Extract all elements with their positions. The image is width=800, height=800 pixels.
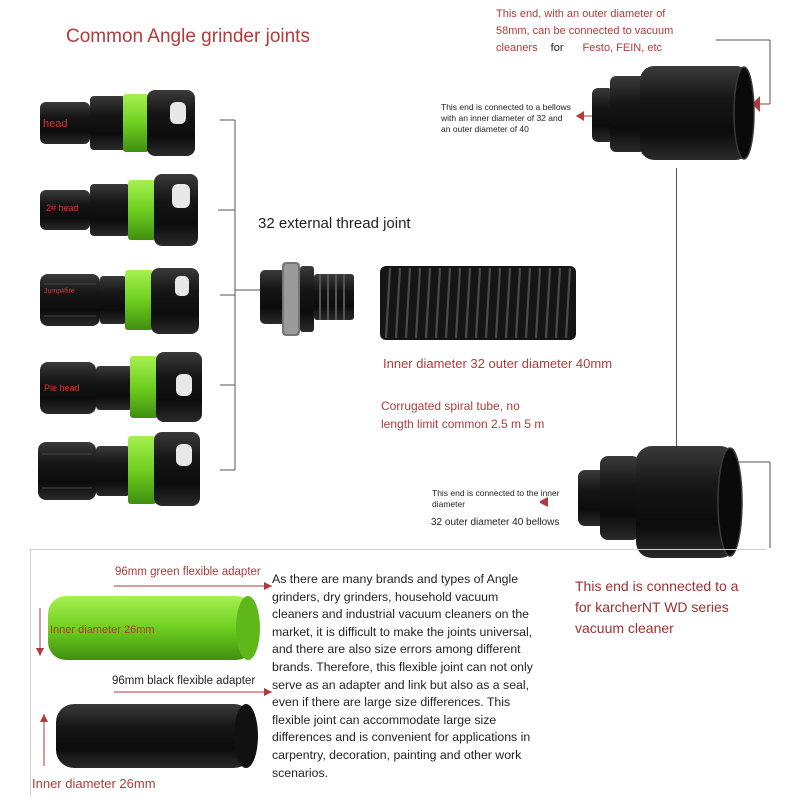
fitting-2-label: 2# head (46, 203, 79, 213)
top-note-line2: 58mm, can be connected to vacuum (496, 25, 674, 37)
green-adapter-label: 96mm green flexible adapter (115, 566, 261, 578)
fitting-3-label: Jump#fire (44, 288, 75, 295)
green-adapter-image (36, 582, 272, 660)
hose-spiral-line2: length limit common 2.5 m 5 m (381, 417, 545, 431)
thread-joint-label: 32 external thread joint (258, 215, 411, 232)
description-text: As there are many brands and types of An… (272, 572, 533, 780)
thread-joint-image (260, 262, 354, 336)
bottom-bellows-size: 32 outer diameter 40 bellows (431, 517, 560, 528)
top-bellows-note: This end is connected to a bellows with … (441, 102, 571, 134)
karcher-line2: for karcherNT WD series (575, 599, 729, 615)
top-note-line3a: cleaners (496, 42, 538, 54)
fitting-3 (40, 268, 199, 334)
karcher-line3: vacuum cleaner (575, 620, 674, 636)
bottom-bellows-note: This end is connected to the inner diame… (432, 488, 560, 509)
flexible-adapter-panel (30, 549, 766, 796)
fitting-2 (40, 174, 198, 246)
fitting-4-label: Pie head (44, 383, 80, 393)
top-note-line3c: Festo, FEIN, etc (582, 42, 663, 54)
hose-size-label: Inner diameter 32 outer diameter 40mm (383, 356, 613, 371)
top-adapter-note: This end, with an outer diameter of 58mm… (496, 6, 736, 57)
fitting-4 (40, 352, 202, 422)
fitting-1 (40, 90, 195, 156)
top-note-line1: This end, with an outer diameter of (496, 8, 666, 20)
top-note-line3b: for (550, 42, 564, 54)
spiral-hose-image (380, 266, 576, 340)
hose-spiral-line1: Corrugated spiral tube, no (381, 399, 520, 413)
adapter-connector-line (676, 168, 677, 462)
karcher-line1: This end is connected to a (575, 578, 739, 594)
top-adapter-image (576, 39, 771, 160)
black-adapter-inner: Inner diameter 26mm (32, 776, 156, 791)
bottom-adapter-image (540, 446, 771, 558)
fitting-1-label: head (43, 118, 68, 130)
black-adapter-label: 96mm black flexible adapter (112, 675, 256, 687)
black-adapter-image (40, 688, 272, 768)
page-title: Common Angle grinder joints (66, 26, 310, 47)
top-note-line3: cleaners for Festo, FEIN, etc (496, 40, 736, 57)
fitting-5 (38, 432, 200, 506)
karcher-note: This end is connected to a for karcherNT… (575, 576, 775, 639)
green-adapter-inner: Inner diameter 26mm (50, 624, 155, 636)
fittings-diagram (38, 90, 260, 506)
hose-spiral-note: Corrugated spiral tube, no length limit … (381, 397, 601, 433)
